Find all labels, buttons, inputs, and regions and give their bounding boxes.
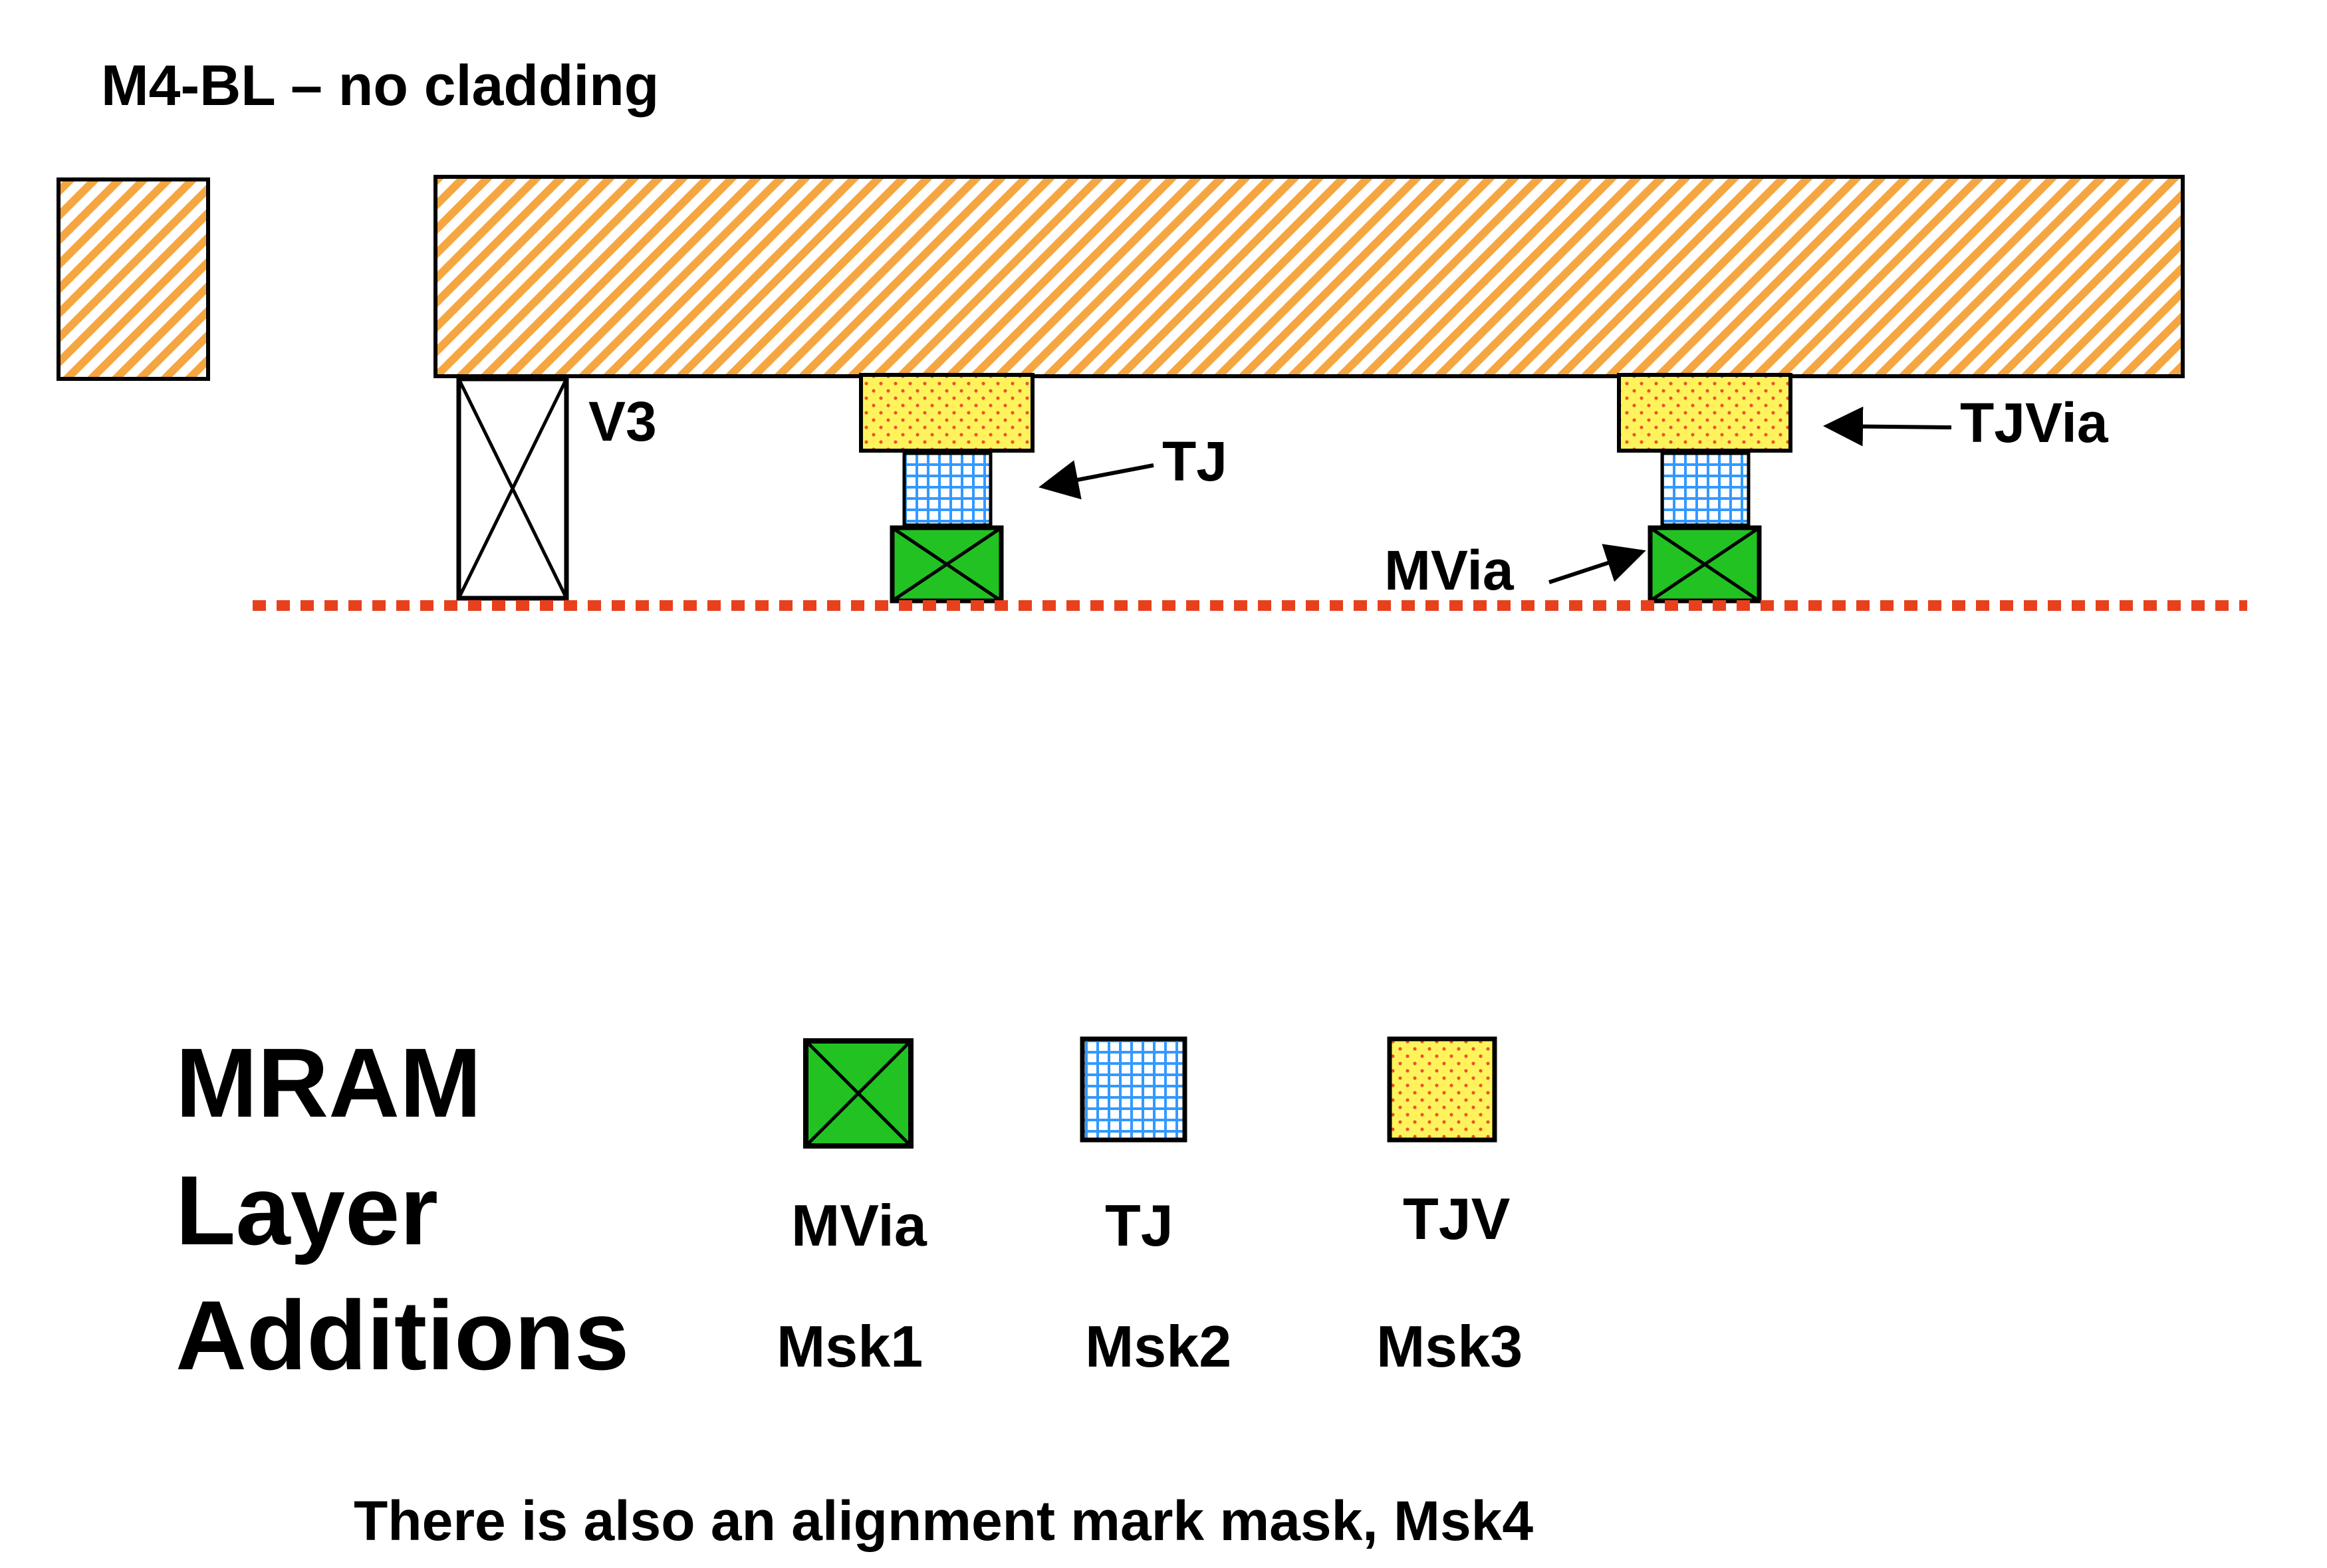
legend-name-tj: TJ bbox=[1105, 1192, 1173, 1258]
legend-mask-3: Msk3 bbox=[1376, 1313, 1523, 1379]
tjv-block-right bbox=[1617, 373, 1792, 453]
mvia-block-right bbox=[1648, 525, 1762, 604]
tjvia-label: TJVia bbox=[1960, 392, 2108, 454]
mvia-block-left bbox=[890, 525, 1004, 604]
tjvia-arrow bbox=[1823, 406, 1952, 447]
metal-small-block bbox=[57, 177, 210, 381]
tj-block-right bbox=[1660, 451, 1751, 527]
mvia-arrow bbox=[1548, 544, 1646, 584]
legend-heading-additions: Additions bbox=[176, 1281, 630, 1391]
v3-label: V3 bbox=[588, 390, 657, 453]
metal-bitline bbox=[433, 175, 2185, 378]
legend-mask-1: Msk1 bbox=[777, 1313, 923, 1379]
legend-name-mvia: MVia bbox=[791, 1192, 927, 1258]
v3-via bbox=[456, 376, 569, 601]
tj-block-left bbox=[902, 451, 993, 527]
legend-mask-2: Msk2 bbox=[1085, 1313, 1232, 1379]
mvia-label: MVia bbox=[1384, 539, 1514, 602]
diagram-title: M4-BL – no cladding bbox=[101, 54, 660, 118]
tjv-block-left bbox=[859, 373, 1035, 453]
legend-swatch-mvia bbox=[803, 1038, 914, 1149]
legend-swatch-tjv bbox=[1387, 1036, 1497, 1143]
legend-heading-layer: Layer bbox=[176, 1156, 438, 1266]
tj-arrow bbox=[1039, 460, 1154, 500]
tj-label: TJ bbox=[1162, 430, 1228, 493]
legend-heading-mram: MRAM bbox=[176, 1028, 482, 1138]
alignment-mark-note: There is also an alignment mark mask, Ms… bbox=[354, 1490, 1534, 1552]
legend-swatch-tj bbox=[1080, 1036, 1187, 1143]
legend-name-tjv: TJV bbox=[1403, 1186, 1511, 1252]
